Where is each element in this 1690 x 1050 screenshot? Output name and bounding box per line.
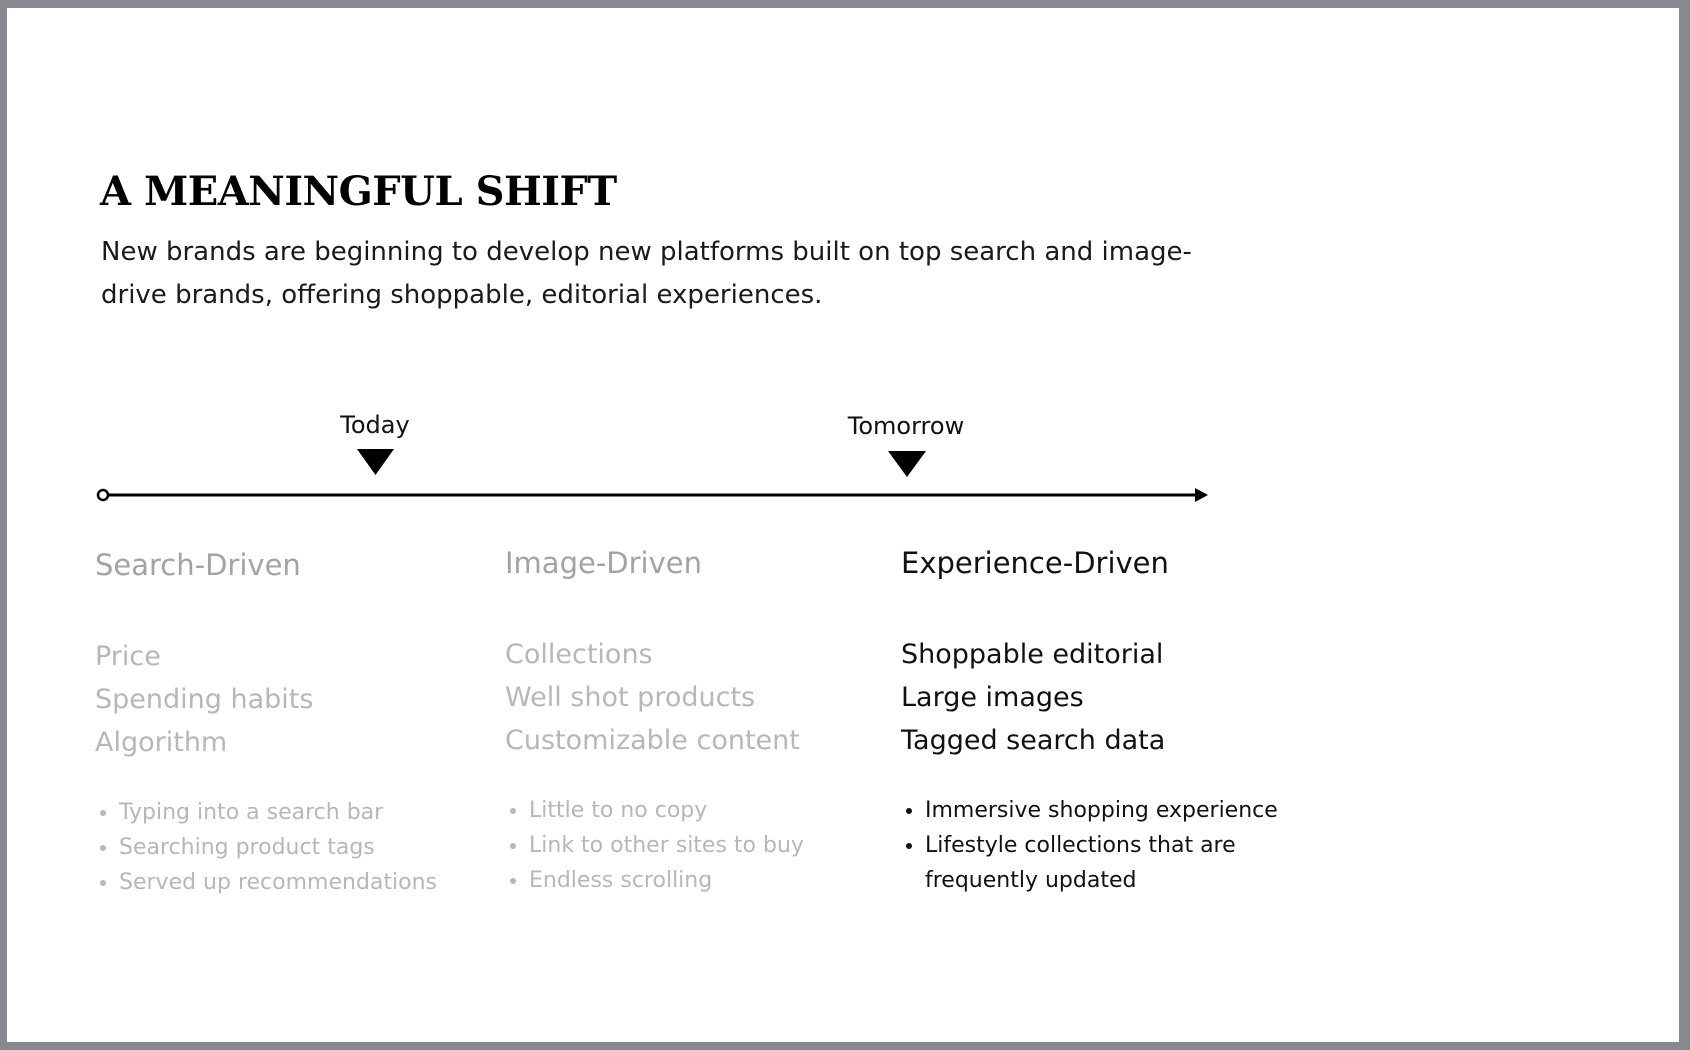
slide-title: A MEANINGFUL SHIFT <box>100 168 617 215</box>
search-driven-bullets: Typing into a search bar Searching produ… <box>95 795 437 900</box>
experience-driven-bullets: Immersive shopping experience Lifestyle … <box>901 793 1325 898</box>
image-driven-heading: Image-Driven <box>505 546 702 580</box>
list-item: Price <box>95 641 161 672</box>
timeline-start-dot <box>96 488 110 502</box>
list-item: Spending habits <box>95 684 314 715</box>
image-driven-bullets: Little to no copy Link to other sites to… <box>505 793 804 898</box>
list-item: Typing into a search bar <box>119 795 437 830</box>
tomorrow-marker-triangle <box>888 451 926 477</box>
tomorrow-marker-label: Tomorrow <box>847 412 965 440</box>
list-item: Large images <box>901 682 1084 713</box>
list-item: Little to no copy <box>529 793 804 828</box>
timeline-arrowhead <box>1195 488 1208 502</box>
list-item: Customizable content <box>505 725 800 756</box>
slide-subtitle: New brands are beginning to develop new … <box>101 237 1192 310</box>
slide-frame: A MEANINGFUL SHIFT New brands are beginn… <box>7 8 1679 1042</box>
today-marker-triangle <box>357 449 394 475</box>
list-item: Shoppable editorial <box>901 639 1164 670</box>
list-item: Well shot products <box>505 682 756 713</box>
list-item: Lifestyle collections that are frequentl… <box>925 828 1325 898</box>
search-driven-items: Price Spending habits Algorithm <box>95 635 313 764</box>
list-item: Tagged search data <box>901 725 1166 756</box>
list-item: Endless scrolling <box>529 863 804 898</box>
list-item: Immersive shopping experience <box>925 793 1325 828</box>
list-item: Searching product tags <box>119 830 437 865</box>
image-driven-items: Collections Well shot products Customiza… <box>505 633 800 762</box>
list-item: Served up recommendations <box>119 865 437 900</box>
search-driven-heading: Search-Driven <box>95 548 301 582</box>
list-item: Link to other sites to buy <box>529 828 804 863</box>
list-item: Algorithm <box>95 727 228 758</box>
experience-driven-items: Shoppable editorial Large images Tagged … <box>901 633 1165 762</box>
experience-driven-heading: Experience-Driven <box>901 546 1169 580</box>
today-marker-label: Today <box>340 411 410 439</box>
list-item: Collections <box>505 639 653 670</box>
